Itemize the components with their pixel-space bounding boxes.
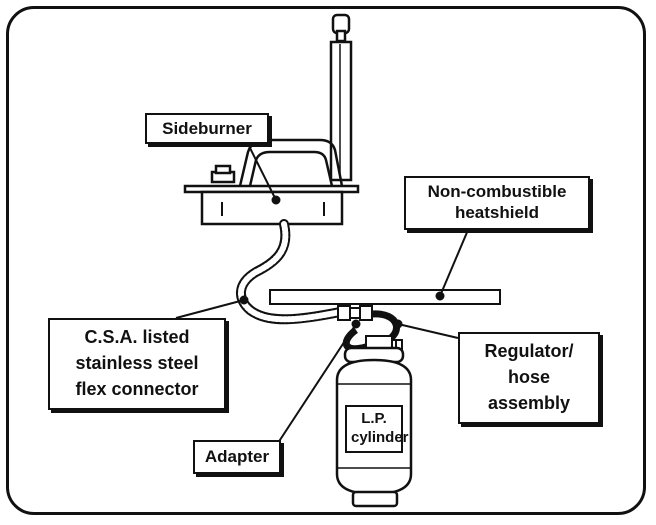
label-heatshield: Non-combustible heatshield: [404, 176, 590, 230]
diagram-frame: [6, 6, 646, 515]
label-adapter: Adapter: [193, 440, 281, 474]
leader-lines: [175, 139, 469, 447]
label-cylinder: L.P. cylinder: [345, 405, 409, 453]
label-sideburner: Sideburner: [145, 113, 269, 144]
label-flex-connector: C.S.A. listed stainless steel flex conne…: [48, 318, 226, 410]
sideburner-post: [329, 13, 353, 182]
adapter-fittings: [337, 305, 373, 321]
sideburner-body: [183, 138, 360, 226]
label-regulator: Regulator/ hose assembly: [458, 332, 600, 424]
flex-connector-hose: [236, 219, 345, 325]
heatshield: [269, 289, 501, 305]
